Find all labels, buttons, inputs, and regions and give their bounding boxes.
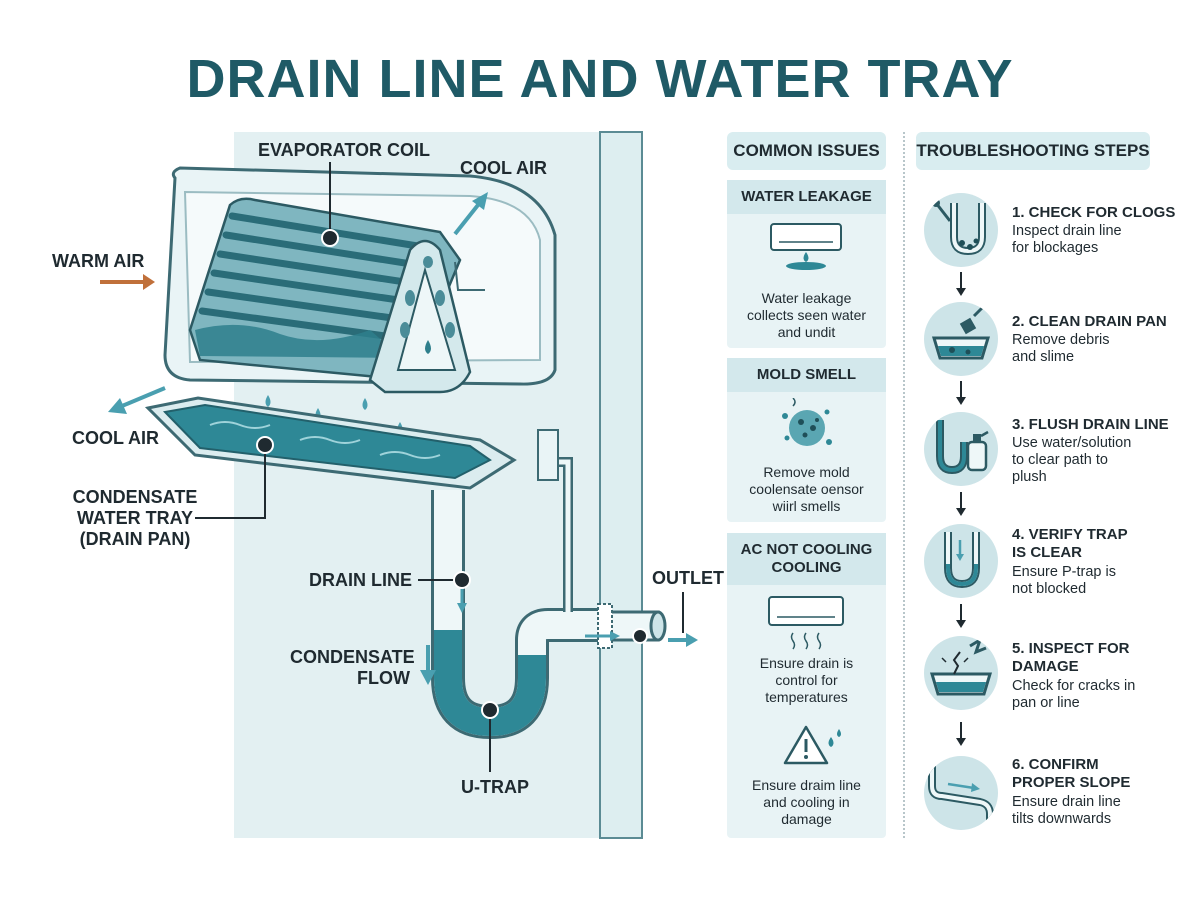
label-warm-air: WARM AIR: [52, 251, 145, 271]
issue-title: WATER LEAKAGE: [727, 180, 886, 214]
flow-arrow-left: [420, 645, 436, 685]
label-evaporator-coil: EVAPORATOR COIL: [258, 140, 431, 160]
warning-icon: [783, 725, 841, 765]
troubleshooting-header: TROUBLESHOOTING STEPS: [916, 132, 1150, 170]
step-1-title: 1. CHECK FOR CLOGS: [1012, 204, 1176, 221]
trap-icon: [924, 524, 998, 598]
slope-icon: [924, 756, 998, 830]
wall-post: [599, 131, 643, 839]
step-arrow: [956, 272, 966, 296]
page-title: DRAIN LINE AND WATER TRAY: [186, 49, 1014, 109]
damage-icon: [924, 636, 998, 710]
step-arrow: [956, 722, 966, 746]
flow-arrow-in-pipe: [457, 588, 467, 613]
warm-air-arrow: [100, 274, 155, 290]
u-trap-marker: [481, 701, 499, 719]
condensate-tray: [144, 396, 517, 490]
label-outlet: OUTLET: [652, 568, 724, 588]
step-arrow: [956, 381, 966, 405]
column-divider: [903, 132, 905, 838]
common-issues-header: COMMON ISSUES: [727, 132, 886, 170]
mold-icon: [782, 398, 832, 446]
step-2-title: 2. CLEAN DRAIN PAN: [1012, 313, 1167, 330]
label-cool-air-top: COOL AIR: [460, 158, 548, 178]
ac-unit-icon: [768, 596, 844, 650]
drain-line-marker: [453, 571, 471, 589]
issue-title: MOLD SMELL: [727, 358, 886, 392]
label-cool-air-left: COOL AIR: [72, 428, 160, 448]
cool-air-arrow-top: [453, 192, 488, 236]
flush-icon: [924, 412, 998, 486]
label-drain-line: DRAIN LINE: [309, 570, 412, 590]
clog-icon: [924, 193, 998, 267]
cool-air-arrow-left: [108, 386, 166, 414]
label-u-trap: U-TRAP: [461, 777, 529, 797]
step-arrow: [956, 492, 966, 516]
coil-marker: [321, 229, 339, 247]
ac-leak-icon: [770, 223, 842, 270]
step-3-title: 3. FLUSH DRAIN LINE: [1012, 416, 1169, 433]
step-arrow: [956, 604, 966, 628]
evaporator-coil: [188, 197, 472, 394]
ac-unit: [163, 166, 557, 394]
outlet-marker: [632, 628, 648, 644]
pan-clean-icon: [924, 302, 998, 376]
tray-marker: [256, 436, 274, 454]
outlet-flow-arrow: [585, 631, 698, 647]
